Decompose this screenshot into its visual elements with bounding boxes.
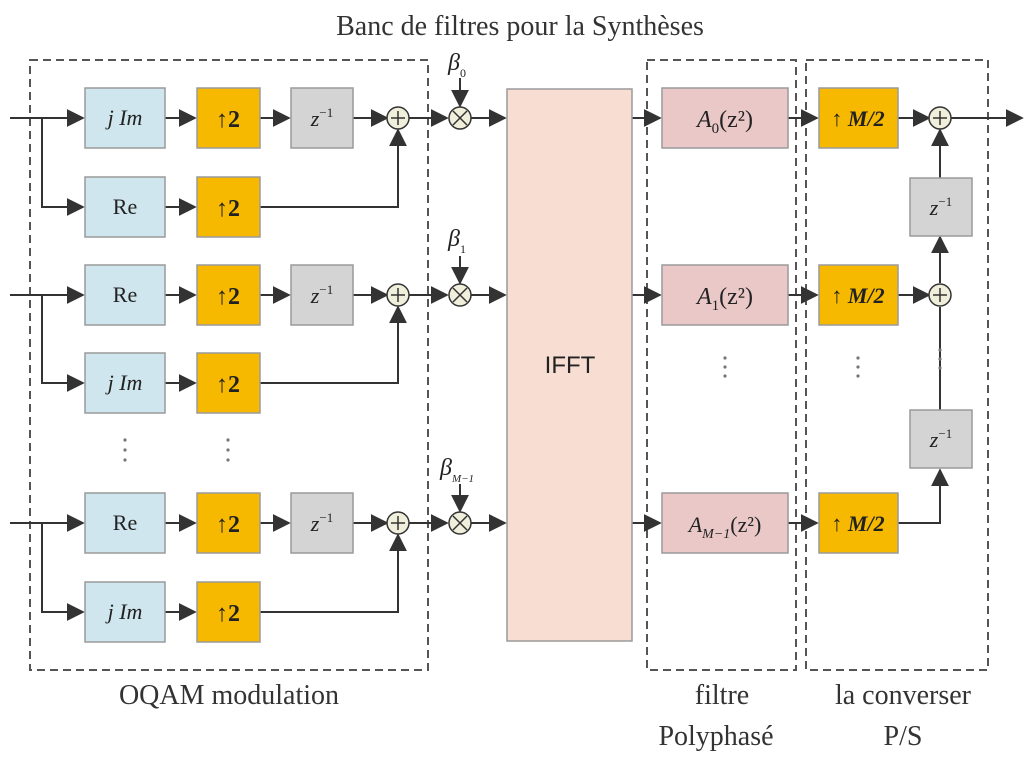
- ellipsis-icon: [856, 348, 942, 378]
- delay-block-3: [290, 492, 354, 554]
- upsample-2-label-1b: ↑2: [216, 196, 240, 222]
- delay-label-2: z−1: [310, 282, 333, 308]
- beta-1-label: β1: [447, 226, 466, 256]
- upsample-2-label-1a: ↑2: [216, 107, 240, 133]
- ifft-block: [506, 88, 633, 642]
- upsample-2-block-2b: [196, 352, 261, 414]
- beta-0-label: β0: [447, 50, 466, 80]
- upsample-2-block-2a: [196, 264, 261, 326]
- real-part-block-1: [84, 176, 166, 238]
- upsample-2-block-1a: [196, 87, 261, 149]
- real-part-label-2: Re: [113, 282, 137, 307]
- upsample-m2-label-1: ↑ M/2: [831, 283, 884, 308]
- upsample-2-label-2a: ↑2: [216, 284, 240, 310]
- ps-converter-frame: [805, 59, 989, 671]
- polyphase-caption-line1: filtre: [695, 680, 749, 711]
- ps-delay-block-bottom: [909, 409, 973, 469]
- upsample-m2-label-m-1: ↑ M/2: [831, 511, 884, 536]
- ifft-label: IFFT: [545, 352, 596, 379]
- delay-block-2: [290, 264, 354, 326]
- upsample-m2-label-0: ↑ M/2: [831, 106, 884, 131]
- imag-part-label-3: j Im: [105, 599, 143, 624]
- ps-adder-plus-marks: [933, 111, 947, 302]
- upsample-m2-block-0: [818, 87, 899, 149]
- signal-wires: [10, 78, 1024, 621]
- ps-delay-label-top: z−1: [929, 194, 952, 220]
- polyphase-filter-a0: [661, 87, 789, 149]
- ellipsis-icon: [123, 438, 230, 462]
- upsample-m2-block-1: [818, 264, 899, 326]
- ps-delay-label-bottom: z−1: [929, 426, 952, 452]
- imag-part-label-2: j Im: [105, 370, 143, 395]
- polyphase-filter-a0-label: A0(z²): [695, 107, 753, 137]
- delay-block-1: [290, 87, 354, 149]
- converter-caption-line2: P/S: [884, 721, 923, 752]
- delay-label-1: z−1: [310, 105, 333, 131]
- polyphase-filter-a1-label: A1(z²): [695, 284, 753, 314]
- imag-part-block-1: [84, 87, 166, 149]
- oqam-modulation-frame: [29, 59, 429, 671]
- upsample-2-block-1b: [196, 176, 261, 238]
- polyphase-caption-line2: Polyphasé: [658, 721, 773, 752]
- polyphase-filter-am-1: [661, 492, 789, 554]
- upsample-2-block-3a: [196, 492, 261, 554]
- diagram-title: Banc de filtres pour la Synthèses: [336, 11, 704, 42]
- polyphase-filter-frame: [646, 59, 797, 671]
- upsample-2-label-2b: ↑2: [216, 372, 240, 398]
- upsample-2-label-3a: ↑2: [216, 512, 240, 538]
- oqam-modulation-caption: OQAM modulation: [119, 680, 339, 711]
- converter-caption-line1: la converser: [835, 680, 972, 711]
- imag-part-label-1: j Im: [105, 105, 143, 130]
- polyphase-filter-a1: [661, 264, 789, 326]
- upsample-2-label-3b: ↑2: [216, 601, 240, 627]
- real-part-label-3: Re: [113, 510, 137, 535]
- adder-plus-marks: [391, 111, 405, 530]
- upsample-2-block-3b: [196, 581, 261, 643]
- real-part-block-3: [84, 492, 166, 554]
- delay-label-3: z−1: [310, 510, 333, 536]
- multiplier-cross-marks: [452, 110, 468, 531]
- ps-delay-block-top: [909, 177, 973, 237]
- real-part-block-2: [84, 264, 166, 326]
- imag-part-block-3: [84, 581, 166, 643]
- beta-m-1-label: βM−1: [439, 455, 474, 485]
- real-part-label-1: Re: [113, 194, 137, 219]
- polyphase-filter-am-1-label: AM−1(z²): [687, 512, 762, 542]
- ellipsis-icon: [723, 356, 727, 378]
- imag-part-block-2: [84, 352, 166, 414]
- multiplier-icon: [448, 106, 472, 535]
- upsample-m2-block-m-1: [818, 492, 899, 554]
